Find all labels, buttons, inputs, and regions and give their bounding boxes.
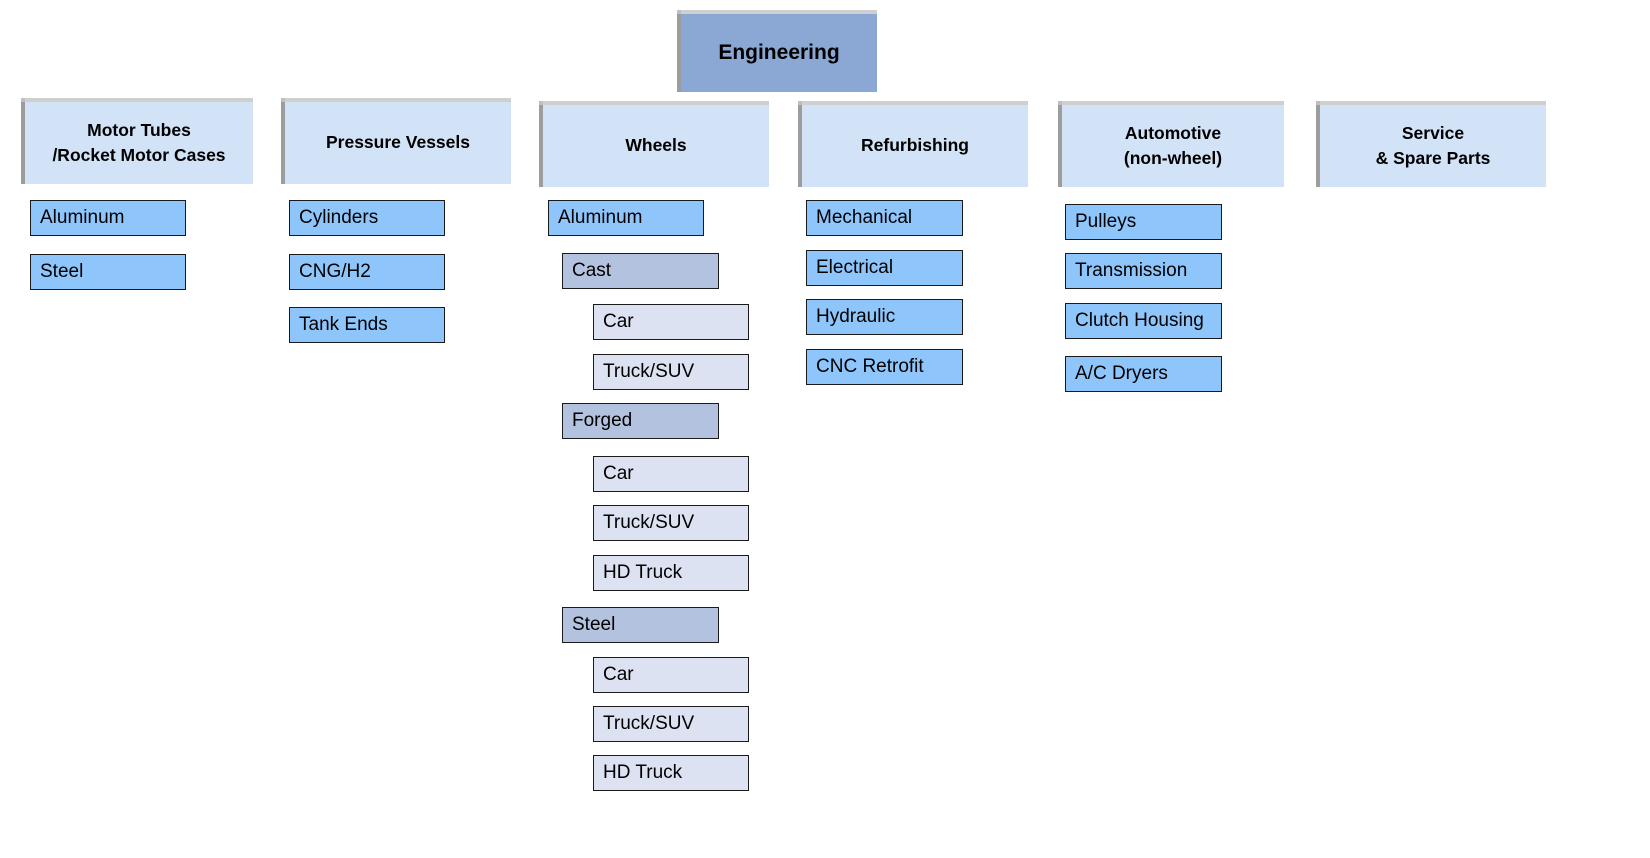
column-header-automotive-non-wheel[interactable]: Automotive (non-wheel): [1062, 105, 1284, 187]
node-automotive-non-wheel-l1-pulleys-0[interactable]: Pulleys: [1065, 204, 1222, 240]
node-wheels-l2-forged-4[interactable]: Forged: [562, 403, 719, 439]
column-header-refurbishing[interactable]: Refurbishing: [802, 105, 1028, 187]
node-wheels-l3-car-9[interactable]: Car: [593, 657, 749, 693]
node-wheels-l3-truck-suv-10[interactable]: Truck/SUV: [593, 706, 749, 742]
node-automotive-non-wheel-l1-transmission-1[interactable]: Transmission: [1065, 253, 1222, 289]
node-pressure-vessels-l1-tank-ends-2[interactable]: Tank Ends: [289, 307, 445, 343]
node-refurbishing-l1-electrical-1[interactable]: Electrical: [806, 250, 963, 286]
column-header-wheels[interactable]: Wheels: [543, 105, 769, 187]
column-header-service-spare-parts[interactable]: Service & Spare Parts: [1320, 105, 1546, 187]
column-header-pressure-vessels[interactable]: Pressure Vessels: [285, 102, 511, 184]
node-refurbishing-l1-cnc-retrofit-3[interactable]: CNC Retrofit: [806, 349, 963, 385]
node-pressure-vessels-l1-cylinders-0[interactable]: Cylinders: [289, 200, 445, 236]
node-wheels-l3-car-5[interactable]: Car: [593, 456, 749, 492]
node-wheels-l3-hd-truck-7[interactable]: HD Truck: [593, 555, 749, 591]
node-pressure-vessels-l1-cng-h2-1[interactable]: CNG/H2: [289, 254, 445, 290]
column-header-motor-tubes[interactable]: Motor Tubes /Rocket Motor Cases: [25, 102, 253, 184]
node-wheels-l3-truck-suv-3[interactable]: Truck/SUV: [593, 354, 749, 390]
node-wheels-l3-truck-suv-6[interactable]: Truck/SUV: [593, 505, 749, 541]
node-refurbishing-l1-mechanical-0[interactable]: Mechanical: [806, 200, 963, 236]
node-automotive-non-wheel-l1-clutch-housing-2[interactable]: Clutch Housing: [1065, 303, 1222, 339]
node-wheels-l2-cast-1[interactable]: Cast: [562, 253, 719, 289]
node-wheels-l3-hd-truck-11[interactable]: HD Truck: [593, 755, 749, 791]
root-node-engineering[interactable]: Engineering: [681, 14, 877, 92]
node-wheels-l3-car-2[interactable]: Car: [593, 304, 749, 340]
node-wheels-l2-steel-8[interactable]: Steel: [562, 607, 719, 643]
node-wheels-l1-aluminum-0[interactable]: Aluminum: [548, 200, 704, 236]
node-motor-tubes-l1-steel-1[interactable]: Steel: [30, 254, 186, 290]
node-refurbishing-l1-hydraulic-2[interactable]: Hydraulic: [806, 299, 963, 335]
node-motor-tubes-l1-aluminum-0[interactable]: Aluminum: [30, 200, 186, 236]
node-automotive-non-wheel-l1-a-c-dryers-3[interactable]: A/C Dryers: [1065, 356, 1222, 392]
